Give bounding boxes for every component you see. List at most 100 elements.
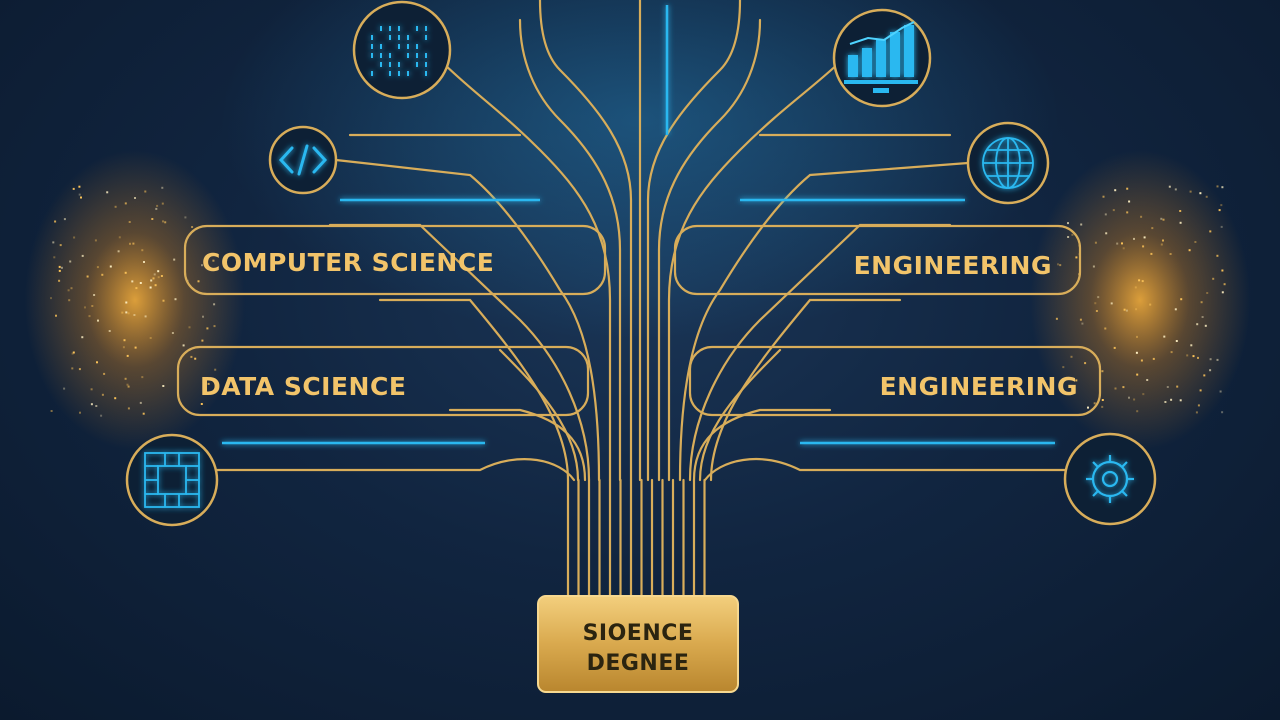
sparkle xyxy=(1169,253,1172,255)
sparkle xyxy=(182,344,185,347)
sparkle xyxy=(1212,277,1215,280)
sparkle xyxy=(212,259,215,262)
sparkle xyxy=(95,405,98,407)
sparkle xyxy=(78,368,81,371)
frame-right-bottom xyxy=(688,345,1102,417)
sparkle xyxy=(1205,195,1208,198)
sparkle xyxy=(72,187,75,190)
sparkle xyxy=(1170,351,1173,354)
sparkle xyxy=(122,346,125,349)
branch-left-bottom xyxy=(215,458,576,482)
sparkle xyxy=(1216,254,1219,257)
sparkle xyxy=(1087,406,1089,409)
sparkle xyxy=(1134,286,1137,289)
sparkle xyxy=(1094,302,1097,305)
sparkle xyxy=(1166,386,1169,388)
sparkle xyxy=(118,236,121,239)
sparkle xyxy=(155,207,158,210)
branch-right-top xyxy=(667,60,842,482)
orange-glow-right xyxy=(1030,150,1250,450)
sparkle xyxy=(1179,399,1182,402)
sparkle xyxy=(1123,308,1126,311)
sparkle xyxy=(1170,398,1173,401)
sparkle xyxy=(108,330,111,332)
sparkle xyxy=(141,376,144,379)
sparkle xyxy=(1216,358,1219,361)
sparkle xyxy=(201,339,204,342)
sparkle xyxy=(1162,239,1164,242)
sparkle xyxy=(1097,296,1100,299)
sparkle xyxy=(121,311,124,314)
sparkle xyxy=(149,286,152,289)
sparkle xyxy=(1094,241,1097,244)
sparkle xyxy=(1067,236,1070,238)
circuit-tree xyxy=(215,0,1067,602)
sparkle xyxy=(1104,213,1107,216)
sparkle xyxy=(1126,211,1129,214)
sparkle xyxy=(1128,396,1130,399)
sparkle xyxy=(1133,398,1136,401)
sparkle xyxy=(1146,379,1149,381)
sparkle xyxy=(1135,351,1138,354)
sparkle xyxy=(90,388,93,391)
sparkle xyxy=(1101,370,1104,373)
bar-chart-monitor-icon xyxy=(832,8,932,108)
sparkle xyxy=(161,202,164,205)
sparkle xyxy=(150,279,153,282)
binary-grid-icon xyxy=(352,0,452,100)
sparkle xyxy=(1075,379,1078,382)
sparkle xyxy=(129,242,131,245)
root-label-line2: DEGNEE xyxy=(587,651,690,676)
sparkle xyxy=(1138,279,1141,282)
sparkle xyxy=(58,265,61,268)
sparkle xyxy=(1121,242,1123,245)
sparkle xyxy=(173,258,176,261)
sparkle xyxy=(1095,310,1098,312)
sparkle xyxy=(202,315,204,318)
branch-right-bottom xyxy=(703,458,1067,482)
sparkle xyxy=(207,382,210,385)
sparkle xyxy=(1163,335,1166,338)
sparkle xyxy=(1093,402,1096,405)
sparkle xyxy=(50,410,53,412)
sparkle xyxy=(1152,357,1155,360)
sparkle xyxy=(81,254,84,257)
sparkle xyxy=(1203,374,1206,377)
sparkle xyxy=(214,368,217,371)
sparkle xyxy=(188,326,191,329)
sparkle xyxy=(1122,247,1125,250)
sparkle xyxy=(101,273,104,276)
sparkle xyxy=(1162,218,1165,221)
sparkle xyxy=(1113,346,1116,349)
sparkle xyxy=(126,383,129,386)
root-label-line1: SIOENCE xyxy=(583,621,694,646)
branch-right-a xyxy=(688,223,952,482)
sparkle xyxy=(1188,249,1191,252)
sparkle xyxy=(132,242,135,245)
branch-left-upper xyxy=(378,298,570,482)
sparkle xyxy=(1220,225,1223,228)
sparkle xyxy=(63,218,66,221)
sparkle xyxy=(60,266,63,269)
sparkle xyxy=(1223,283,1226,286)
sparkle xyxy=(162,220,164,223)
sparkle xyxy=(1206,292,1209,294)
sparkle xyxy=(114,205,117,208)
sparkle xyxy=(1140,359,1143,362)
label-engineering-bottom: ENGINEERING xyxy=(880,372,1078,401)
sparkle xyxy=(68,299,71,302)
branch-left-top3 xyxy=(538,0,633,482)
sparkle xyxy=(174,298,177,301)
sparkle xyxy=(1195,411,1198,414)
sparkle xyxy=(213,325,216,328)
sparkle xyxy=(1055,317,1058,320)
branch-right-globe xyxy=(678,161,970,482)
sparkle xyxy=(131,280,134,283)
sparkle xyxy=(54,220,57,223)
sparkle xyxy=(1220,204,1223,207)
sparkle xyxy=(58,269,61,272)
sparkle xyxy=(63,387,66,390)
sparkle xyxy=(141,249,144,252)
sparkle xyxy=(73,236,76,239)
sparkle xyxy=(1084,362,1087,365)
